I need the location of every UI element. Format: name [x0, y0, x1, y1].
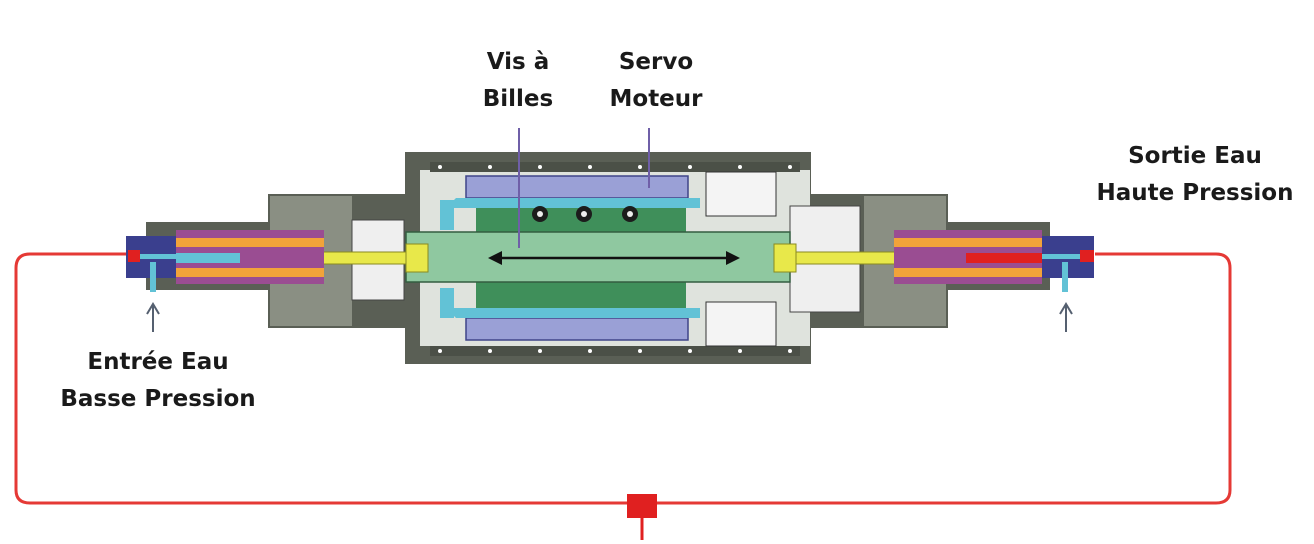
inlet-label-line2: Basse Pression	[60, 386, 256, 412]
seal-left-bottom	[440, 288, 454, 318]
outlet-arrow-icon	[1059, 302, 1073, 332]
servo-motor-label-line1: Servo	[618, 49, 694, 75]
bottom-bore-dots	[438, 349, 792, 353]
top-bore-dots	[438, 165, 792, 169]
servo-motor-label-line2: Moteur	[609, 86, 703, 112]
motor-stator-bottom	[465, 317, 689, 341]
water-circuit-line	[14, 252, 1232, 505]
double-arrow-icon	[488, 251, 740, 265]
outlet-label: Sortie Eau Haute Pression	[1082, 138, 1308, 212]
motor-stator-top	[465, 175, 689, 199]
ball-screw-label-line2: Billes	[482, 86, 554, 112]
bearing-box-top	[705, 171, 777, 217]
ball-screw-label: Vis à Billes	[462, 44, 574, 118]
inlet-label-line1: Entrée Eau	[87, 349, 229, 375]
plunger-head-left	[405, 243, 429, 273]
inlet-label: Entrée Eau Basse Pression	[40, 344, 276, 418]
seal-frame-bottom	[446, 308, 700, 318]
outlet-label-line1: Sortie Eau	[1128, 143, 1262, 169]
seal-frame-top	[446, 198, 700, 208]
circuit-valve	[627, 494, 657, 518]
inlet-arrow-icon	[146, 302, 160, 332]
outlet-label-line2: Haute Pression	[1096, 180, 1294, 206]
ball-screw-label-line1: Vis à	[486, 49, 550, 75]
top-bore	[430, 162, 800, 172]
servo-motor-label: Servo Moteur	[590, 44, 722, 118]
plunger-head-right	[773, 243, 797, 273]
bottom-bore	[430, 346, 800, 356]
seal-left-top	[440, 200, 454, 230]
bearing-box-bottom	[705, 301, 777, 347]
